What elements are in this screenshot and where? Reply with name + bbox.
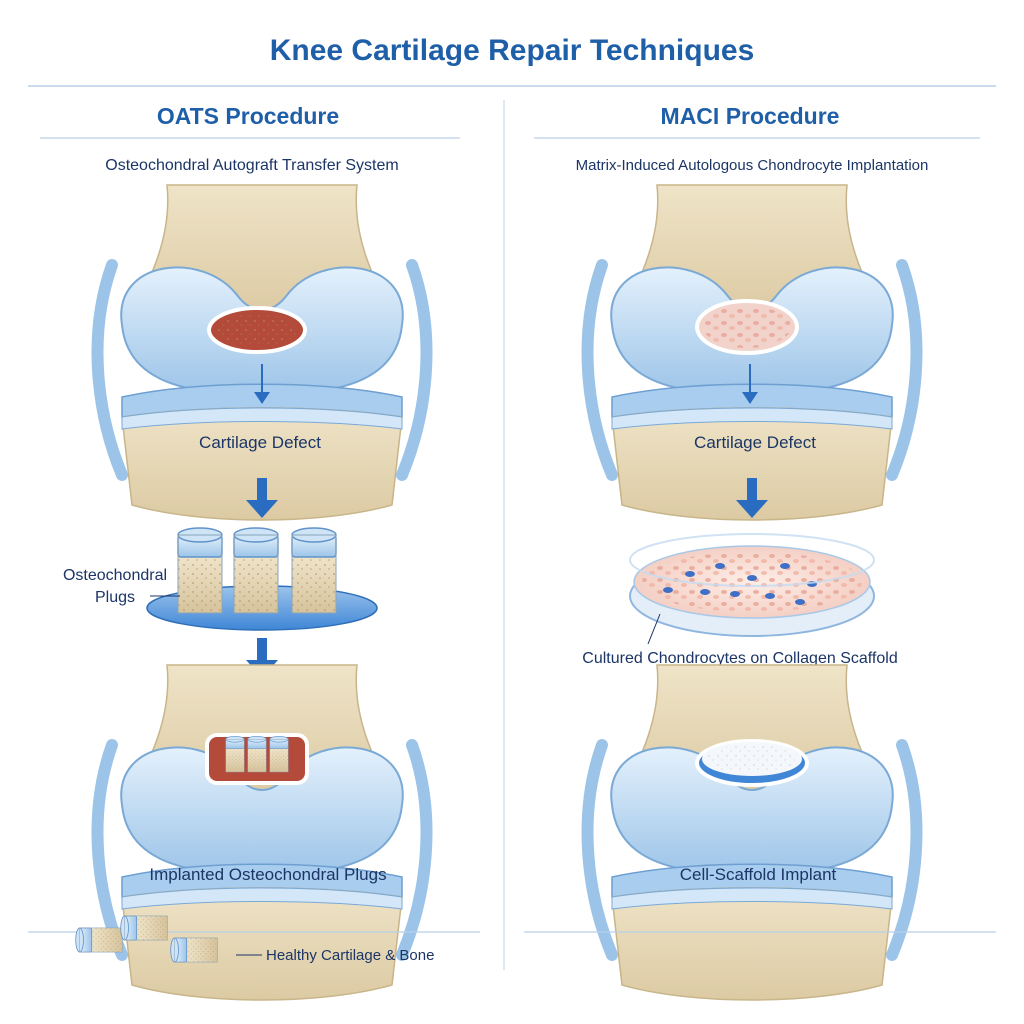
osteochondral-plug-icon	[120, 915, 168, 941]
osteochondral-plugs-group	[146, 527, 378, 631]
maci-defect-pointer-arrow	[742, 364, 758, 404]
oats-heading: OATS Procedure	[157, 103, 339, 129]
oats-defect-pointer-arrow	[254, 364, 270, 404]
culture-label: Cultured Chondrocytes on Collagen Scaffo…	[582, 650, 897, 667]
osteochondral-plug-icon	[170, 937, 218, 963]
oats-knee-defect-illustration	[98, 185, 427, 520]
maci-knee-implant-illustration	[588, 665, 917, 1000]
plugs-label-line2: Plugs	[95, 589, 135, 606]
oats-defect-label: Cartilage Defect	[199, 433, 321, 452]
maci-subheading: Matrix-Induced Autologous Chondrocyte Im…	[576, 157, 929, 174]
maci-knee-defect-illustration	[588, 185, 917, 520]
maci-heading: MACI Procedure	[661, 103, 840, 129]
plugs-label-line1: Osteochondral	[63, 567, 167, 584]
maci-defect-label: Cartilage Defect	[694, 433, 816, 452]
oats-subheading: Osteochondral Autograft Transfer System	[105, 157, 398, 174]
culture-label-leader	[647, 613, 661, 645]
petri-dish-icon	[629, 533, 875, 637]
maci-implant-label: Cell-Scaffold Implant	[680, 865, 837, 884]
oats-column: OATS Procedure Osteochondral Autograft T…	[28, 103, 480, 1000]
maci-column: MACI Procedure Matrix-Induced Autologous…	[524, 103, 996, 1000]
osteochondral-plug-icon	[75, 927, 123, 953]
page-title: Knee Cartilage Repair Techniques	[270, 34, 755, 67]
osteochondral-plug-icon	[291, 527, 337, 614]
osteochondral-plug-icon	[177, 527, 223, 614]
healthy-label: Healthy Cartilage & Bone	[266, 947, 434, 964]
oats-implant-label: Implanted Osteochondral Plugs	[149, 865, 386, 884]
osteochondral-plug-icon	[233, 527, 279, 614]
oats-knee-implant-illustration	[98, 665, 427, 1000]
